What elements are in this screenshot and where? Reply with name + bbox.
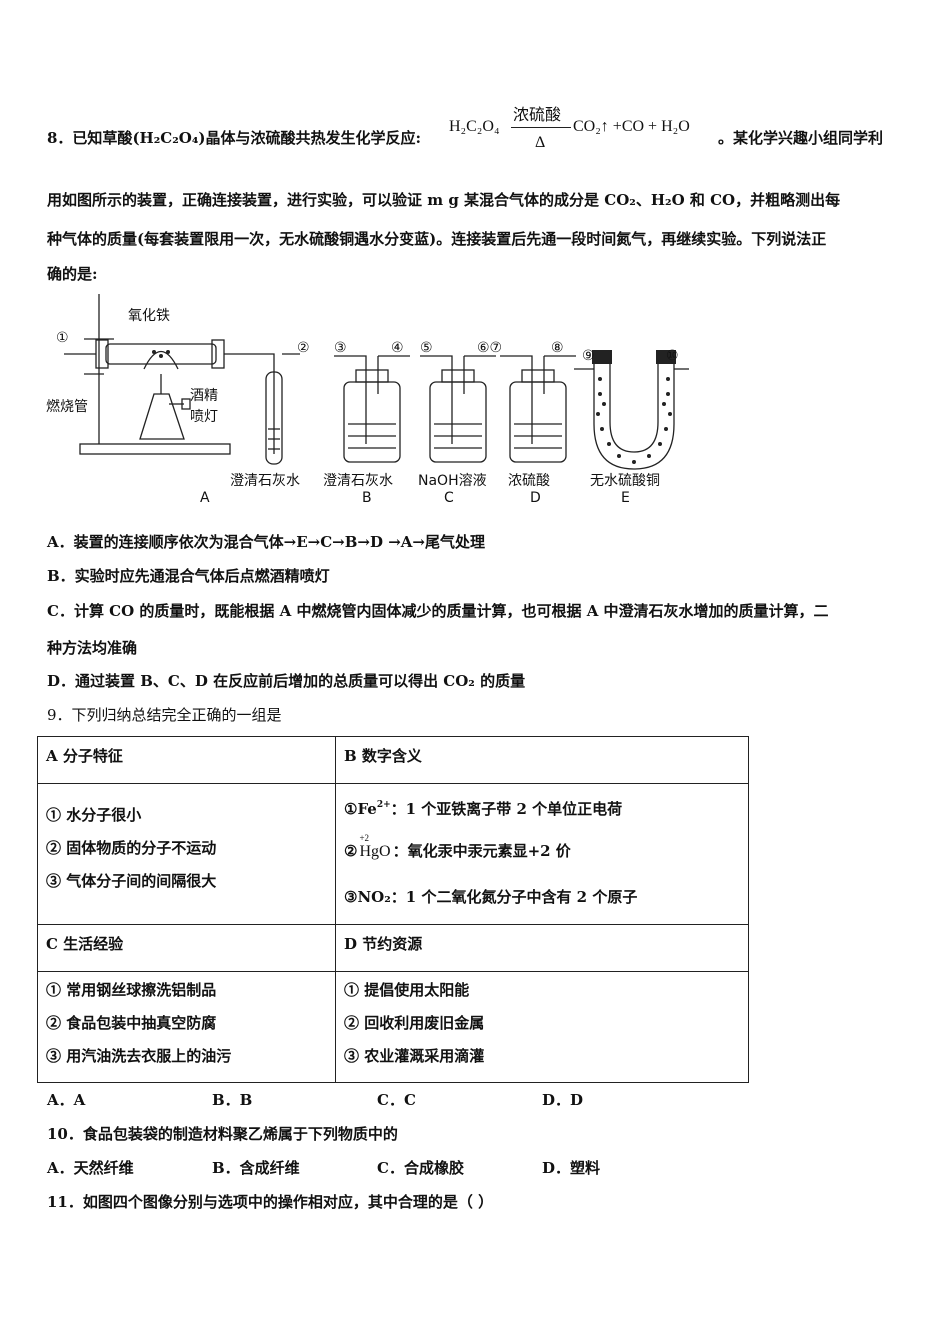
caption-b: 澄清石灰水 bbox=[323, 473, 393, 489]
q9-a-item-2: ② 固体物质的分子不运动 bbox=[46, 839, 217, 857]
q10-stem: 10．食品包装袋的制造材料聚乙烯属于下列物质中的 bbox=[47, 1125, 398, 1143]
apparatus-figure bbox=[64, 294, 689, 470]
q10-options: A．天然纤维 B．含成纤维 C．合成橡胶 D．塑料 bbox=[47, 1157, 747, 1177]
q9-b-item-3: ③NO₂：1 个二氧化氮分子中含有 2 个原子 bbox=[344, 888, 638, 906]
circle-label-5: ⑤ bbox=[420, 340, 433, 356]
lamp-label-2: 喷灯 bbox=[190, 409, 218, 425]
q10-option-b: B．含成纤维 bbox=[212, 1159, 300, 1177]
circle-label-10: ⑩ bbox=[666, 348, 679, 364]
q9-c-item-2: ② 食品包装中抽真空防腐 bbox=[46, 1014, 217, 1032]
q9-cell-d-title: D 节约资源 bbox=[335, 924, 749, 972]
letter-a: A bbox=[200, 490, 210, 506]
q9-d-item-1: ① 提倡使用太阳能 bbox=[344, 981, 470, 999]
q9-option-a: A．A bbox=[47, 1091, 86, 1109]
q9-d-item-3: ③ 农业灌溉采用滴灌 bbox=[344, 1047, 485, 1065]
circle-label-3: ③ bbox=[334, 340, 347, 356]
q9-c-item-1: ① 常用钢丝球擦洗铝制品 bbox=[46, 981, 217, 999]
q9-stem: 9．下列归纳总结完全正确的一组是 bbox=[47, 706, 282, 724]
q9-cell-b-title: B 数字含义 bbox=[335, 736, 749, 784]
q10-option-d: D．塑料 bbox=[542, 1159, 601, 1177]
caption-c: NaOH溶液 bbox=[418, 473, 487, 489]
q8-equation-condition-bottom: Δ bbox=[535, 134, 546, 151]
q8-option-d: D．通过装置 B、C、D 在反应前后增加的总质量可以得出 CO₂ 的质量 bbox=[47, 672, 526, 690]
q8-option-a: A．装置的连接顺序依次为混合气体→E→C→B→D →A→尾气处理 bbox=[47, 533, 485, 551]
q8-stem-line2: 用如图所示的装置，正确连接装置，进行实验，可以验证 m g 某混合气体的成分是 … bbox=[47, 191, 841, 209]
q9-c-item-3: ③ 用汽油洗去衣服上的油污 bbox=[46, 1047, 232, 1065]
letter-d: D bbox=[530, 490, 541, 506]
q9-cell-c-items: ① 常用钢丝球擦洗铝制品 ② 食品包装中抽真空防腐 ③ 用汽油洗去衣服上的油污 bbox=[37, 971, 336, 1083]
q11-stem: 11．如图四个图像分别与选项中的操作相对应，其中合理的是（ ） bbox=[47, 1193, 494, 1211]
combustion-tube-label: 燃烧管 bbox=[46, 399, 88, 415]
q9-a-item-1: ① 水分子很小 bbox=[46, 806, 142, 824]
q9-table: A 分子特征 B 数字含义 ① 水分子很小 ② 固体物质的分子不运动 ③ 气体分… bbox=[37, 736, 749, 1083]
q8-option-c-line2: 种方法均准确 bbox=[47, 639, 138, 657]
q8-equation-reactant: H₂C₂O₄ bbox=[449, 118, 500, 135]
q8-option-c-line1: C．计算 CO 的质量时，既能根据 A 中燃烧管内固体减少的质量计算，也可根据 … bbox=[47, 602, 829, 620]
q8-stem-line3: 种气体的质量(每套装置限用一次，无水硫酸铜遇水分变蓝)。连接装置后先通一段时间氮… bbox=[47, 230, 827, 248]
lamp-label-1: 酒精 bbox=[190, 388, 218, 404]
q9-option-c: C．C bbox=[377, 1091, 416, 1109]
q9-cell-a-title: A 分子特征 bbox=[37, 736, 336, 784]
q9-d-item-2: ② 回收利用废旧金属 bbox=[344, 1014, 485, 1032]
q9-cell-d-items: ① 提倡使用太阳能 ② 回收利用废旧金属 ③ 农业灌溉采用滴灌 bbox=[335, 971, 749, 1083]
letter-c: C bbox=[444, 490, 454, 506]
q9-option-d: D．D bbox=[542, 1091, 584, 1109]
letter-e: E bbox=[621, 490, 630, 506]
circle-label-4: ④ bbox=[391, 340, 404, 356]
circle-label-6-7: ⑥⑦ bbox=[477, 340, 503, 356]
q9-cell-a-items: ① 水分子很小 ② 固体物质的分子不运动 ③ 气体分子间的间隔很大 bbox=[37, 783, 336, 925]
q8-stem-line4: 确的是: bbox=[47, 265, 98, 283]
caption-d: 浓硫酸 bbox=[508, 473, 550, 489]
circle-label-8: ⑧ bbox=[551, 340, 564, 356]
caption-a: 澄清石灰水 bbox=[230, 473, 300, 489]
circle-label-2: ② bbox=[297, 340, 310, 356]
q10-option-c: C．合成橡胶 bbox=[377, 1159, 464, 1177]
q9-cell-c-title: C 生活经验 bbox=[37, 924, 336, 972]
circle-label-9: ⑨ bbox=[582, 348, 595, 364]
caption-e: 无水硫酸铜 bbox=[590, 473, 660, 489]
letter-b: B bbox=[362, 490, 372, 506]
q8-option-b: B．实验时应先通混合气体后点燃酒精喷灯 bbox=[47, 567, 330, 585]
circle-label-1: ① bbox=[56, 330, 69, 346]
q9-option-b: B．B bbox=[212, 1091, 253, 1109]
q10-option-a: A．天然纤维 bbox=[47, 1159, 134, 1177]
q8-equation-condition-top: 浓硫酸 bbox=[513, 107, 562, 124]
q9-b-item-1: ①Fe2+：1 个亚铁离子带 2 个单位正电荷 bbox=[344, 800, 623, 818]
q9-a-item-3: ③ 气体分子间的间隔很大 bbox=[46, 872, 217, 890]
q8-equation-arrow-line bbox=[511, 127, 571, 128]
q9-options: A．A B．B C．C D．D bbox=[47, 1089, 747, 1109]
ferric-oxide-label: 氧化铁 bbox=[128, 308, 170, 324]
q8-equation-products: CO₂↑ +CO + H₂O bbox=[573, 118, 690, 135]
q8-stem-suffix: 。某化学兴趣小组同学利 bbox=[718, 129, 884, 147]
q8-stem-prefix: 8．已知草酸(H₂C₂O₄)晶体与浓硫酸共热发生化学反应: bbox=[47, 129, 422, 147]
